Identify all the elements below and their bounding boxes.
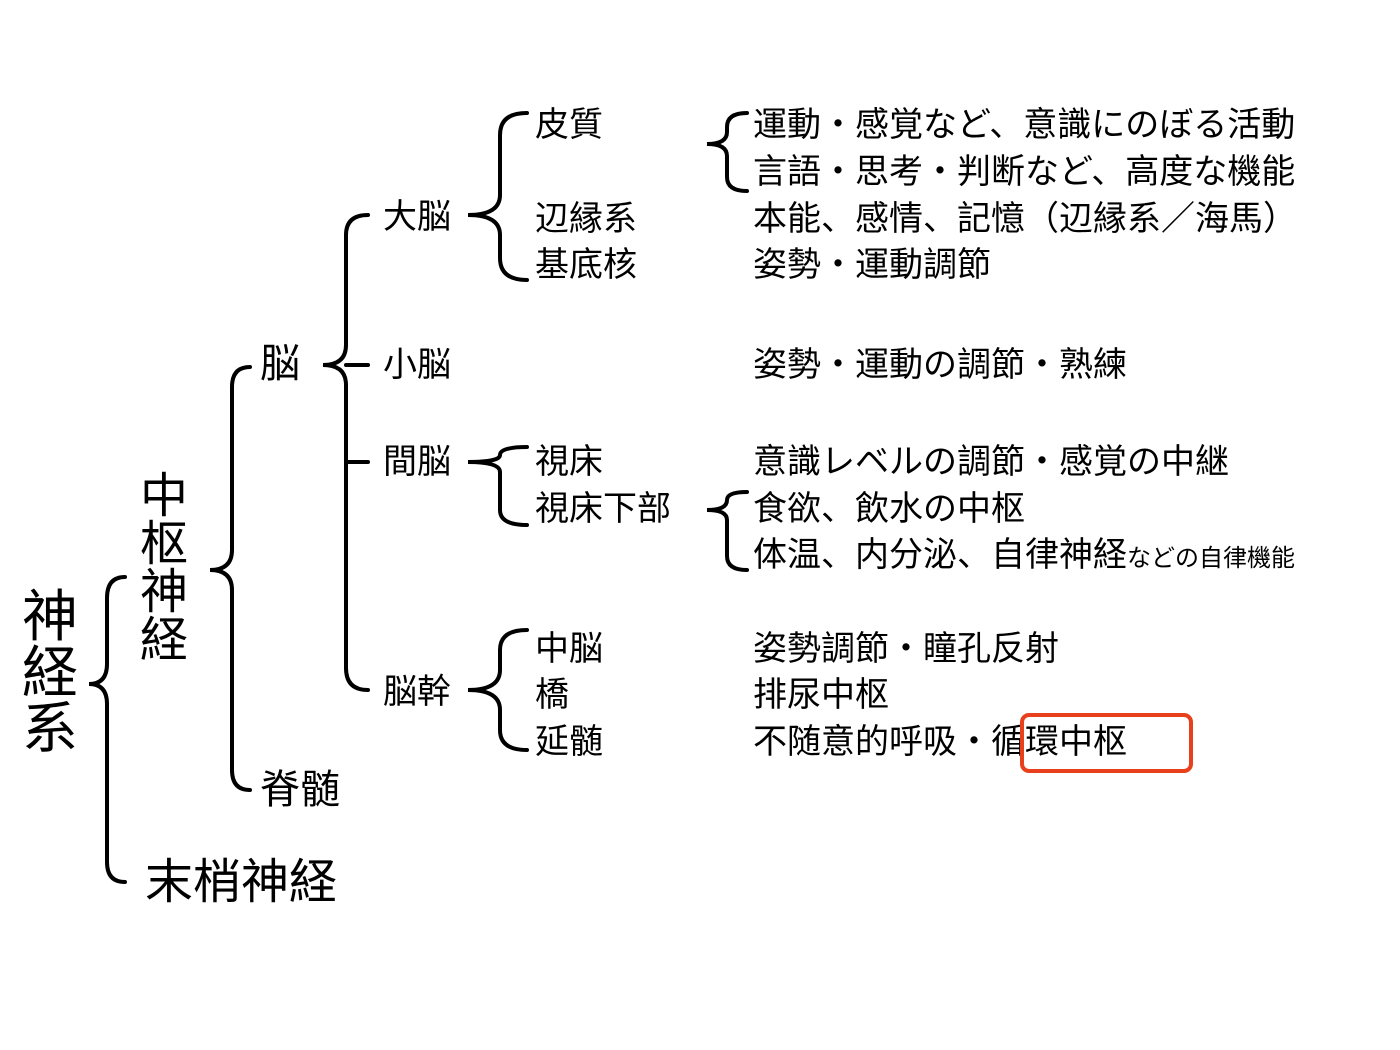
function-cortex-2: 言語・思考・判断など、高度な機能: [753, 152, 1296, 192]
node-limbic: 辺縁系: [535, 199, 637, 239]
bracket-brain: [322, 213, 370, 692]
function-hypothalamus-2-main: 体温、内分泌、自律神経: [753, 535, 1127, 575]
function-midbrain: 姿勢調節・瞳孔反射: [753, 629, 1059, 669]
bracket-diencephalon: [467, 445, 529, 527]
function-basal-ganglia: 姿勢・運動調節: [753, 245, 991, 285]
node-pons: 橋: [535, 675, 569, 715]
node-cerebellum: 小脳: [383, 345, 451, 385]
function-medulla-highlight: 循環中枢: [991, 722, 1127, 762]
highlight-box: [1020, 713, 1193, 773]
bracket-cortex: [706, 111, 749, 193]
node-brain: 脳: [260, 341, 300, 387]
bracket-cerebrum: [467, 111, 529, 282]
node-cerebrum: 大脳: [383, 197, 451, 237]
function-medulla: 不随意的呼吸・循環中枢: [753, 725, 1127, 759]
node-spinal-cord: 脊髄: [260, 767, 340, 813]
node-basal-ganglia: 基底核: [535, 245, 637, 285]
node-nervous-system: 神経系: [22, 585, 78, 762]
function-medulla-prefix: 不随意的呼吸・: [753, 722, 991, 762]
node-hypothalamus: 視床下部: [535, 489, 671, 529]
node-cortex: 皮質: [535, 105, 603, 145]
bracket-hypothalamus: [706, 490, 749, 572]
bracket-brainstem: [467, 628, 529, 752]
node-diencephalon: 間脳: [383, 442, 451, 482]
function-hypothalamus-2-small: などの自律機能: [1127, 544, 1295, 572]
node-medulla: 延髄: [535, 722, 603, 762]
node-brainstem: 脳幹: [383, 672, 451, 712]
node-thalamus: 視床: [535, 442, 603, 482]
node-pns: 末梢神経: [145, 854, 338, 910]
function-limbic: 本能、感情、記憶（辺縁系／海馬）: [753, 199, 1297, 239]
function-cerebellum: 姿勢・運動の調節・熟練: [753, 345, 1127, 385]
node-midbrain: 中脳: [535, 629, 603, 669]
node-cns: 中枢神経: [139, 468, 188, 668]
function-cortex-1: 運動・感覚など、意識にのぼる活動: [753, 105, 1296, 145]
bracket-cns: [209, 365, 252, 792]
function-thalamus: 意識レベルの調節・感覚の中継: [753, 442, 1229, 482]
bracket-nervous-system: [88, 575, 127, 884]
function-hypothalamus-2: 体温、内分泌、自律神経などの自律機能: [753, 538, 1295, 572]
function-pons: 排尿中枢: [753, 675, 889, 715]
function-hypothalamus-1: 食欲、飲水の中枢: [753, 489, 1025, 529]
